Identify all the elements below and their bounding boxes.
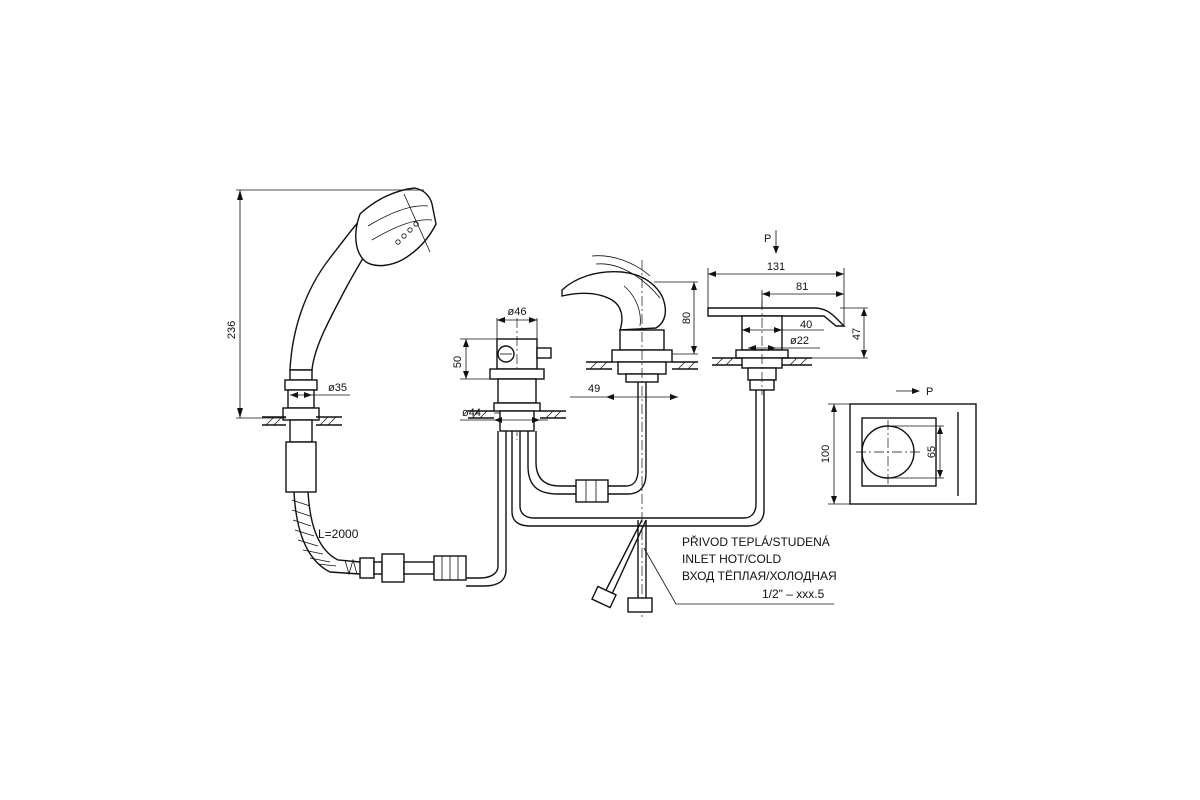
note-line-4: 1/2" – xxx.5 [762,587,825,601]
note-line-3: ВХОД ТЁПЛАЯ/ХОЛОДНАЯ [682,569,837,583]
note-leader [643,547,834,605]
note-line-2: INLET HOT/COLD [682,552,781,566]
label-p-top: P [764,233,771,245]
dim-44: ø44 [460,407,548,423]
label-22: ø22 [790,335,809,347]
mixer [561,255,673,620]
label-35: ø35 [328,382,347,394]
label-44: ø44 [462,407,481,419]
deck-mixer [586,361,698,370]
dim-80: 80 [654,281,698,355]
deck-diverter [468,410,566,419]
deck-spout [712,357,812,366]
direction-arrow-top: P [764,230,779,254]
label-40: 40 [800,319,812,331]
dim-40: 40 [742,319,824,333]
shower-hose: L=2000 [291,491,467,583]
dim-236: 236 [226,189,424,419]
note-line-1: PŘIVOD TEPLÁ/STUDENÁ [682,534,830,549]
label-236: 236 [226,321,238,339]
dim-22: ø22 [748,335,820,351]
dim-65: 65 [888,425,944,479]
label-100: 100 [820,445,832,463]
label-47: 47 [851,328,863,340]
inlet-note: PŘIVOD TEPLÁ/STUDENÁ INLET HOT/COLD ВХОД… [682,534,837,601]
label-50: 50 [452,356,464,368]
label-80: 80 [681,312,693,324]
dim-81: 81 [761,281,844,308]
label-p-side: P [926,386,933,398]
dim-49: 49 [570,383,678,400]
label-131: 131 [767,261,785,273]
dim-46: ø46 [496,306,538,339]
diverter [489,318,552,440]
label-49: 49 [588,383,600,395]
hand-shower [282,187,437,493]
direction-arrow-side: P [896,386,933,398]
label-hose-length: L=2000 [318,527,359,541]
spout [707,300,846,395]
label-46: ø46 [508,306,527,318]
view-p [849,403,977,505]
label-65: 65 [926,446,938,458]
dim-100: 100 [820,403,850,505]
supply-pipes [466,382,765,613]
dim-131: 131 [707,261,845,326]
label-81: 81 [796,281,808,293]
dim-47: 47 [812,307,868,359]
dim-35: ø35 [290,382,350,398]
dim-50: 50 [452,338,497,380]
